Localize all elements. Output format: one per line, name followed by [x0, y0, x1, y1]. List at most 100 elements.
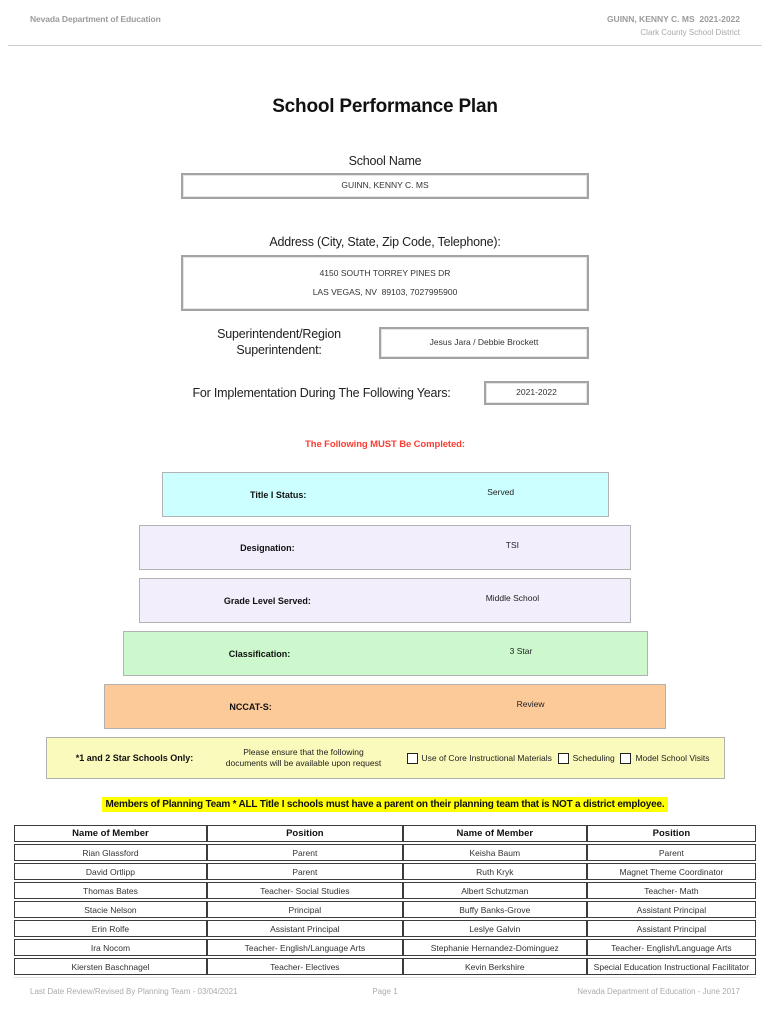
star-schools-label: *1 and 2 Star Schools Only: [75, 753, 194, 763]
table-cell: Stacie Nelson [14, 901, 207, 918]
members-header-cell: Name of Member [14, 825, 207, 842]
checkbox-icon[interactable] [406, 752, 418, 764]
table-cell: Parent [206, 844, 403, 861]
status-row-value: 3 Star [509, 645, 533, 656]
members-header-cell: Position [586, 825, 756, 842]
star-schools-panel: *1 and 2 Star Schools Only: Please ensur… [45, 737, 725, 779]
status-row-label: Title I Status: [250, 489, 307, 500]
document-checkbox-item: Model School Visits [620, 752, 710, 764]
status-row-label: Classification: [228, 648, 291, 659]
header-divider [8, 45, 762, 46]
table-cell: Ira Nocom [14, 939, 207, 956]
status-row: NCCAT-S: Review [104, 684, 666, 729]
status-row-label: Designation: [240, 542, 295, 553]
school-name-label: School Name [348, 154, 422, 168]
header-school-year-text: GUINN, KENNY C. MS 2021-2022 [606, 14, 740, 24]
table-cell: Erin Rolfe [14, 920, 207, 937]
implementation-years-field[interactable]: 2021-2022 [484, 381, 589, 405]
status-row: Designation: TSI [139, 525, 631, 570]
footer-divider [14, 977, 756, 978]
table-cell: Teacher- English/Language Arts [586, 939, 756, 956]
planning-team-note-wrap: Members of Planning Team * ALL Title I s… [0, 794, 770, 812]
page-footer: Page 1 Last Date Review/Revised By Plann… [30, 987, 740, 996]
star-schools-note: Please ensure that the following documen… [225, 746, 382, 768]
star-schools-checkboxes: Use of Core Instructional Materials Sched… [385, 752, 724, 764]
status-row: Grade Level Served: Middle School [139, 578, 631, 623]
table-cell: Parent [206, 863, 403, 880]
table-cell: Teacher- Social Studies [206, 882, 403, 899]
status-row-label: NCCAT-S: [229, 701, 272, 712]
planning-team-note: Members of Planning Team * ALL Title I s… [101, 797, 669, 812]
status-row-value: TSI [505, 539, 520, 550]
implementation-years-value: 2021-2022 [516, 387, 557, 398]
page-header: Nevada Department of Education GUINN, KE… [0, 0, 770, 37]
status-row-value: Served [487, 486, 515, 497]
address-label: Address (City, State, Zip Code, Telephon… [269, 235, 501, 249]
table-cell: Magnet Theme Coordinator [586, 863, 756, 880]
table-cell: David Ortlipp [14, 863, 207, 880]
checkbox-icon[interactable] [557, 752, 569, 764]
table-cell: Buffy Banks-Grove [402, 901, 587, 918]
implementation-row: For Implementation During The Following … [181, 381, 589, 405]
table-cell: Assistant Principal [206, 920, 403, 937]
table-cell: Teacher- Math [586, 882, 756, 899]
table-cell: Kiersten Baschnagel [14, 958, 207, 975]
document-checkbox-item: Scheduling [557, 752, 615, 764]
table-cell: Teacher- Electives [206, 958, 403, 975]
table-cell: Keisha Baum [402, 844, 587, 861]
checkbox-label: Scheduling [572, 753, 615, 763]
checkbox-label: Use of Core Instructional Materials [421, 753, 552, 763]
table-cell: Ruth Kryk [402, 863, 587, 880]
members-header-cell: Position [206, 825, 403, 842]
address-field[interactable]: 4150 SOUTH TORREY PINES DR LAS VEGAS, NV… [181, 255, 589, 311]
superintendent-field[interactable]: Jesus Jara / Debbie Brockett [379, 327, 589, 359]
implementation-label: For Implementation During The Following … [192, 386, 451, 400]
members-header-cell: Name of Member [402, 825, 587, 842]
header-org-text: Nevada Department of Education [30, 14, 161, 24]
checkbox-icon[interactable] [620, 752, 632, 764]
table-cell: Thomas Bates [14, 882, 207, 899]
status-row: Classification: 3 Star [122, 631, 648, 676]
address-line1: 4150 SOUTH TORREY PINES DR [319, 267, 451, 278]
status-row-label: Grade Level Served: [223, 595, 311, 606]
table-cell: Leslye Galvin [402, 920, 587, 937]
footer-right-text: Nevada Department of Education - June 20… [577, 987, 740, 996]
table-cell: Teacher- English/Language Arts [206, 939, 403, 956]
address-line2: LAS VEGAS, NV 89103, 7027995900 [312, 287, 458, 297]
table-cell: Parent [586, 844, 756, 861]
table-cell: Rian Glassford [14, 844, 207, 861]
page-title: School Performance Plan [272, 96, 498, 117]
footer-page-number: Page 1 [372, 987, 398, 996]
status-row-value: Review [516, 698, 545, 709]
table-cell: Assistant Principal [586, 901, 756, 918]
header-district-text: Clark County School District [640, 28, 740, 37]
status-row: Title I Status: Served [161, 472, 609, 517]
footer-left-text: Last Date Review/Revised By Planning Tea… [30, 987, 238, 996]
school-name-value: GUINN, KENNY C. MS [341, 180, 429, 191]
superintendent-row: Superintendent/Region Superintendent: Je… [181, 327, 589, 359]
table-cell: Principal [206, 901, 403, 918]
header-right-block: GUINN, KENNY C. MS 2021-2022 Clark Count… [607, 14, 740, 37]
must-complete-heading: The Following MUST Be Completed: [305, 439, 465, 450]
table-cell: Albert Schutzman [402, 882, 587, 899]
document-checkbox-item: Use of Core Instructional Materials [406, 752, 552, 764]
table-cell: Kevin Berkshire [402, 958, 587, 975]
school-name-field[interactable]: GUINN, KENNY C. MS [181, 173, 589, 199]
superintendent-label: Superintendent/Region Superintendent: [217, 327, 341, 357]
checkbox-label: Model School Visits [635, 753, 710, 763]
status-row-value: Middle School [485, 592, 540, 603]
superintendent-value: Jesus Jara / Debbie Brockett [429, 337, 539, 348]
